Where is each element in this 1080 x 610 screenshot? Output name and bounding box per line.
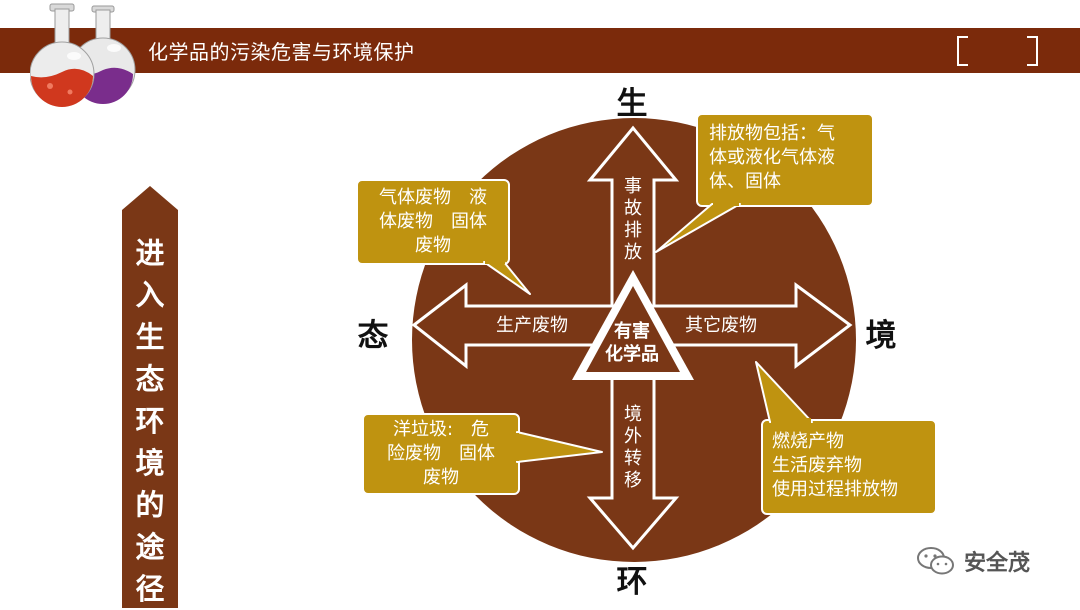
callout-bottom-right-text: 燃烧产物 生活废弃物 使用过程排放物 xyxy=(772,431,898,500)
side-banner-text: 进 入 生 态 环 境 的 途 径 xyxy=(135,236,165,606)
callout-bottom-right-shape xyxy=(755,361,937,515)
callout-top-right-text: 排放物包括：气 体或液化气体液 体、固体 xyxy=(709,123,835,192)
direction-right-label: 境 xyxy=(865,318,897,354)
arrow-right-label: 其它废物 xyxy=(685,315,757,336)
callout-top-right-shape xyxy=(655,113,874,253)
watermark: 安全茂 xyxy=(916,544,1030,578)
arrow-up-label: 事 故 排 放 xyxy=(624,176,642,263)
callout-bottom-left-text: 洋垃圾: 危 险废物 固体 废物 xyxy=(387,419,495,488)
center-label: 有害 化学品 xyxy=(605,321,659,365)
side-banner-arrow xyxy=(122,186,178,608)
direction-left-label: 态 xyxy=(357,318,389,354)
arrow-left-label: 生产废物 xyxy=(496,315,568,336)
direction-top-label: 生 xyxy=(616,86,648,122)
wechat-icon xyxy=(917,547,954,575)
header-bar xyxy=(0,28,1080,73)
direction-bottom-label: 环 xyxy=(616,564,648,600)
page-title: 化学品的污染危害与环境保护 xyxy=(148,40,415,64)
watermark-text: 安全茂 xyxy=(964,551,1031,576)
arrow-down-label: 境 外 转 移 xyxy=(624,404,642,491)
flask-logo-icon xyxy=(30,3,136,107)
callout-top-left-text: 气体废物 液 体废物 固体 废物 xyxy=(379,187,487,256)
bracket-right-icon xyxy=(1027,36,1038,66)
bracket-left-icon xyxy=(957,36,968,66)
callout-bottom-left-shape xyxy=(362,413,603,495)
callout-top-left-shape xyxy=(356,179,531,295)
